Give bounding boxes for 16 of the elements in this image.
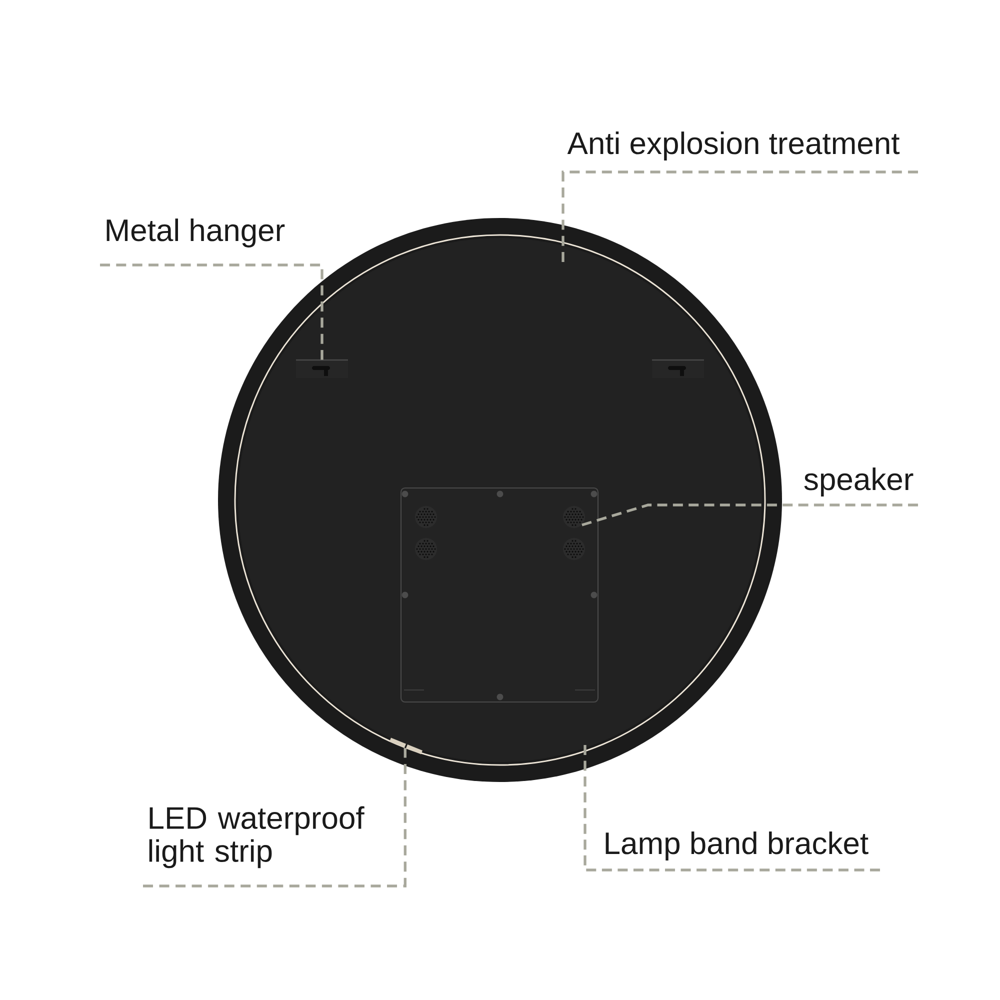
strip-connector [390,738,423,754]
callout-text: Metal hanger [106,218,285,248]
callout-text: Lamp band bracket [606,832,868,860]
callout-text: Anti explosion treatment [567,132,900,160]
speaker-grille [415,506,437,528]
callout-text: LED waterproof light strip [149,806,364,868]
leader-line [562,170,918,262]
hanger-bracket [652,359,704,378]
leader-line [584,745,880,872]
speaker-grille [415,538,437,560]
speaker-grille [563,506,585,528]
leader-line [582,504,918,526]
leader-line [100,264,324,360]
hanger-bracket [296,359,348,378]
callout-text: speaker [804,468,914,496]
speaker-grille [563,538,585,560]
